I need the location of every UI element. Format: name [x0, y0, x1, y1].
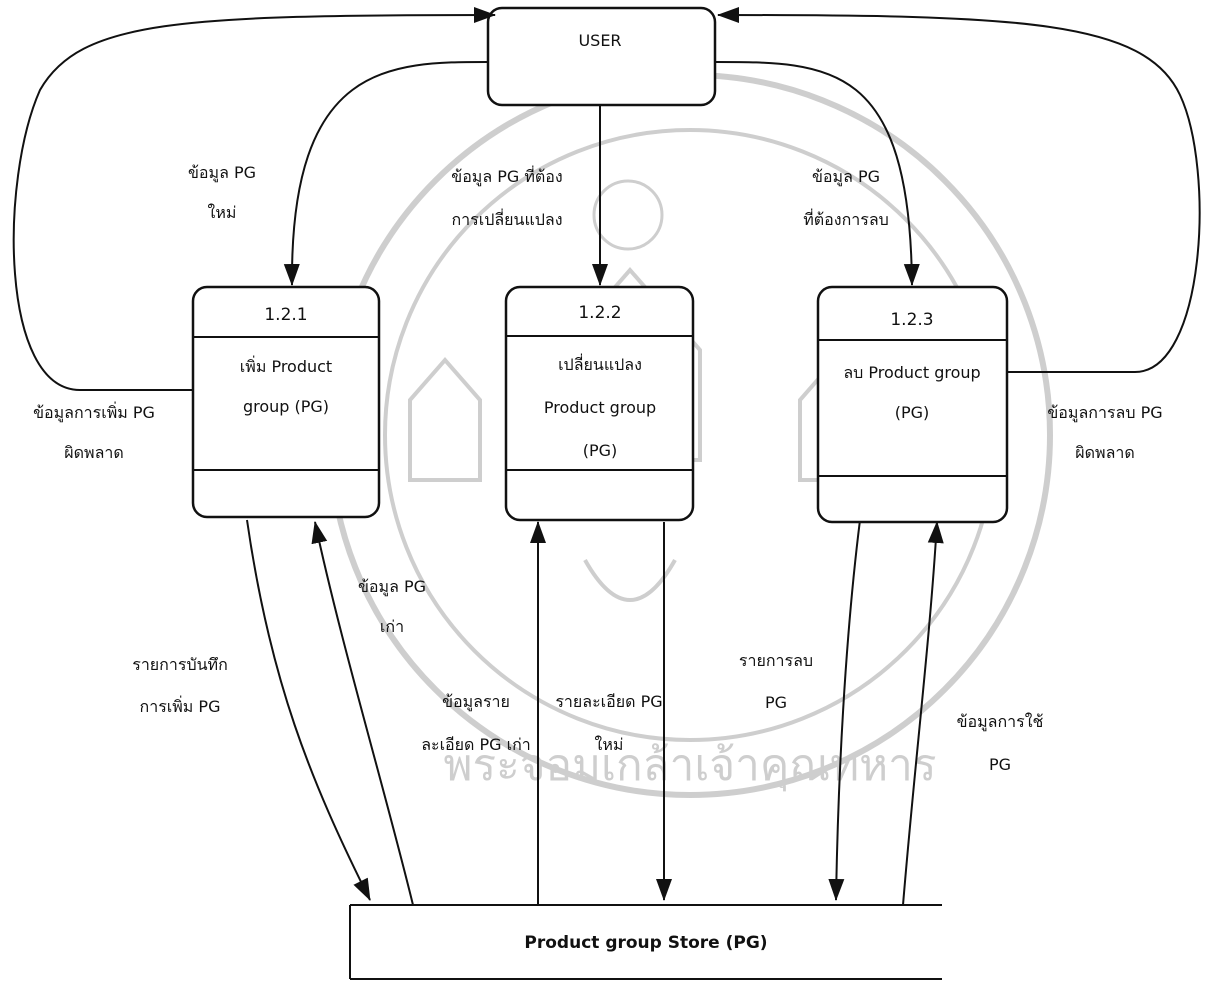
data-store-label: Product group Store (PG)	[524, 933, 767, 953]
flow-label: ข้อมูล PG	[358, 577, 426, 597]
flow-label: ข้อมูล PG ที่ต้อง	[451, 165, 562, 187]
process-name-line: เพิ่ม Product	[240, 355, 332, 376]
flow-label: ข้อมูลการลบ PG	[1047, 403, 1162, 423]
flow-label: ใหม่	[595, 735, 624, 754]
process-id: 1.2.2	[578, 303, 621, 323]
data-store: Product group Store (PG)	[350, 905, 942, 979]
user-entity-label: USER	[578, 31, 621, 50]
flow-label: PG	[989, 755, 1011, 774]
process-name-line: ลบ Product group	[843, 363, 980, 382]
process-name-line: group (PG)	[243, 397, 329, 416]
flow-label: รายการลบ	[739, 651, 813, 670]
process-name-line: เปลี่ยนแปลง	[558, 353, 642, 374]
process-name-line: Product group	[544, 398, 656, 417]
flow-label: การเปลี่ยนแปลง	[451, 208, 562, 229]
flow-label: ผิดพลาด	[64, 443, 124, 462]
flow-label: ละเอียด PG เก่า	[421, 735, 531, 754]
process-1-2-3: 1.2.3 ลบ Product group (PG)	[818, 287, 1007, 522]
flow-label: รายการบันทึก	[132, 655, 228, 674]
process-id: 1.2.1	[264, 305, 307, 325]
flow-label: ข้อมูลการใช้	[957, 712, 1044, 732]
flow-label: เก่า	[380, 617, 404, 636]
flow-label: การเพิ่ม PG	[140, 695, 221, 716]
process-name-line: (PG)	[895, 403, 930, 422]
flow-label: ใหม่	[208, 203, 237, 222]
user-entity	[488, 8, 715, 105]
process-1-2-1: 1.2.1 เพิ่ม Product group (PG)	[193, 287, 379, 517]
flow-label: ที่ต้องการลบ	[803, 208, 889, 229]
flow-label: PG	[765, 693, 787, 712]
flow-label: รายละเอียด PG	[555, 692, 662, 711]
process-name-line: (PG)	[583, 441, 618, 460]
flow-delete-to-store-line	[836, 520, 860, 900]
flow-label: ข้อมูลการเพิ่ม PG	[33, 401, 155, 423]
flow-add-to-store-line	[247, 520, 370, 900]
flow-store-to-delete-line	[903, 522, 937, 905]
flow-label: ข้อมูล PG	[188, 163, 256, 183]
process-id: 1.2.3	[890, 310, 933, 330]
flow-label: ข้อมูลราย	[442, 692, 510, 712]
flow-label: ข้อมูล PG	[812, 167, 880, 187]
flow-label: ผิดพลาด	[1075, 443, 1135, 462]
process-1-2-2: 1.2.2 เปลี่ยนแปลง Product group (PG)	[506, 287, 693, 520]
